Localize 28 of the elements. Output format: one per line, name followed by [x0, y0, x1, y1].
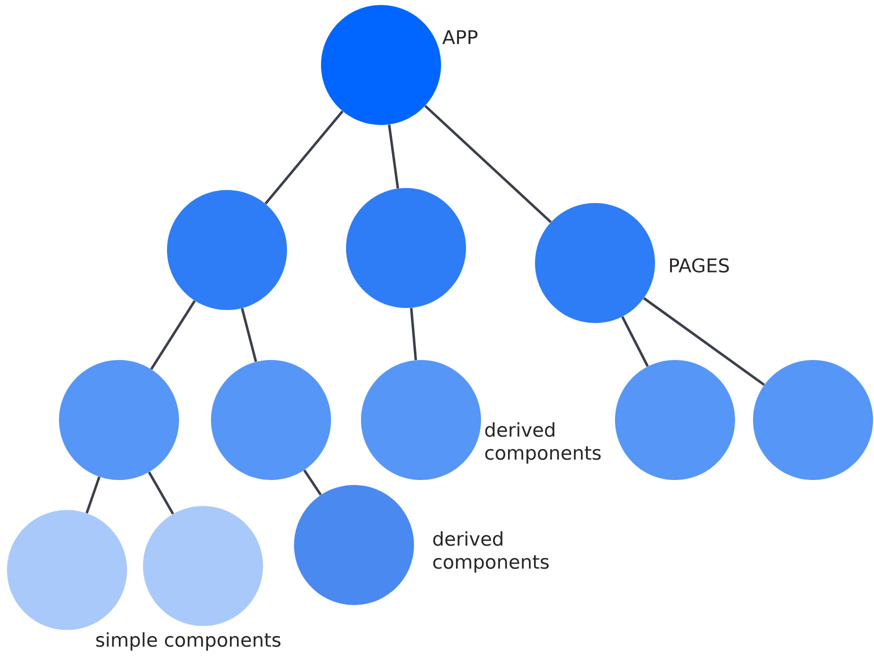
circle — [294, 485, 414, 605]
connector-line — [621, 316, 649, 367]
connector-line — [150, 300, 196, 370]
circle — [211, 360, 331, 480]
connector-line — [643, 297, 765, 386]
circle — [346, 188, 466, 308]
circle — [143, 506, 263, 626]
connector-line — [410, 308, 418, 360]
connector-line — [148, 472, 174, 514]
circle — [7, 510, 127, 630]
circle — [753, 360, 874, 480]
node-caption: derived components — [433, 531, 549, 573]
circle — [361, 360, 481, 480]
circle — [321, 5, 441, 125]
connector-line — [240, 308, 258, 362]
group-label: simple components — [96, 632, 280, 651]
connector-line — [388, 124, 400, 189]
node-caption: APP — [442, 30, 478, 44]
connector-line — [303, 469, 322, 496]
circle — [59, 360, 179, 480]
connector-line — [86, 476, 100, 514]
circle — [615, 360, 735, 480]
circle — [535, 203, 655, 323]
node-caption: PAGES — [670, 258, 729, 273]
connector-line — [264, 110, 344, 205]
connector-line — [424, 104, 552, 224]
node-caption: derived components — [485, 422, 601, 464]
circle — [167, 190, 287, 310]
